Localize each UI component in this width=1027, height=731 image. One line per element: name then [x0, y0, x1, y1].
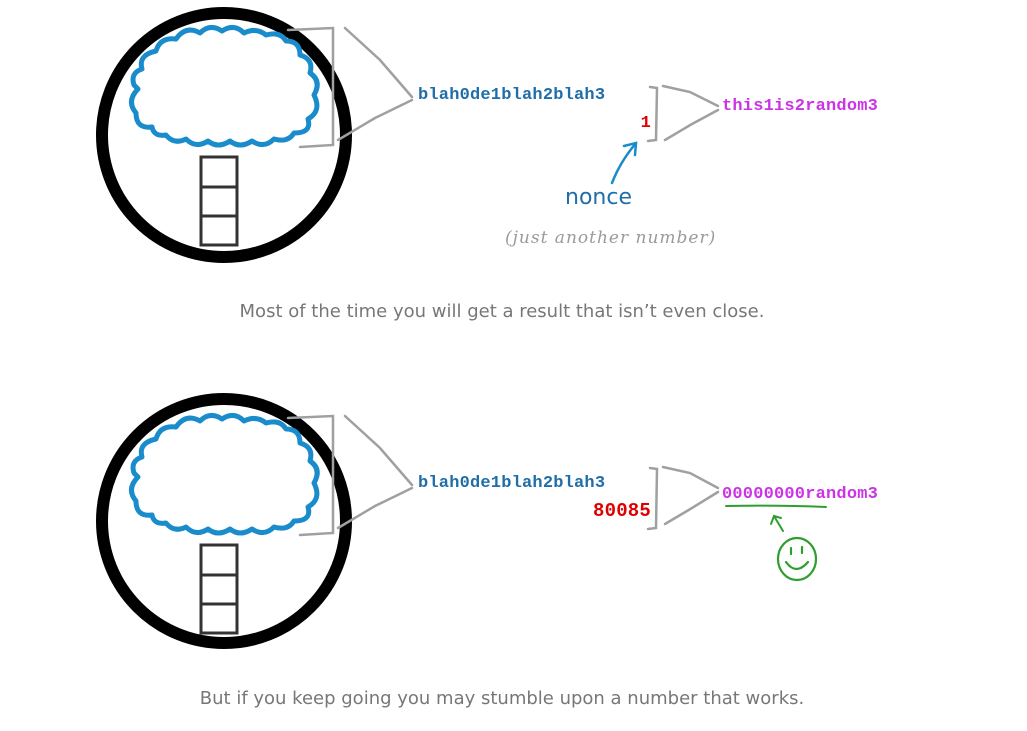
- diagram-panel-fail: blah0de1blah2blah3 1 this1is2random3 non…: [0, 0, 1027, 290]
- nonce-arrow-icon: [610, 141, 638, 185]
- input-bracket: [286, 26, 414, 149]
- block-illustration: [96, 7, 720, 263]
- nonce-label: nonce: [565, 185, 632, 210]
- success-underline: [725, 504, 827, 508]
- block-stack-icon: [199, 543, 239, 635]
- block-input-string: blah0de1blah2blah3: [418, 86, 606, 105]
- nonce-value: 1: [640, 114, 651, 133]
- input-bracket: [286, 414, 414, 537]
- hash-output: this1is2random3: [722, 97, 879, 116]
- caption-fail: Most of the time you will get a result t…: [239, 301, 765, 322]
- block-stack-icon: [199, 155, 239, 247]
- nonce-value: 80085: [592, 500, 651, 522]
- hash-output: 00000000random3: [722, 485, 879, 504]
- success-arrow-icon: [770, 514, 784, 532]
- nonce-bracket: [646, 465, 720, 531]
- caption-success: But if you keep going you may stumble up…: [199, 688, 805, 709]
- smiley-face-icon: [776, 536, 818, 582]
- block-illustration: [96, 393, 827, 649]
- block-circle: [96, 7, 352, 263]
- data-cloud-icon: [129, 413, 320, 536]
- data-cloud-icon: [129, 25, 320, 148]
- nonce-bracket: [646, 84, 720, 143]
- nonce-note: (just another number): [505, 228, 717, 248]
- block-input-string: blah0de1blah2blah3: [418, 474, 606, 493]
- block-circle: [96, 393, 352, 649]
- diagram-panel-success: blah0de1blah2blah3 80085 00000000random3: [0, 388, 1027, 678]
